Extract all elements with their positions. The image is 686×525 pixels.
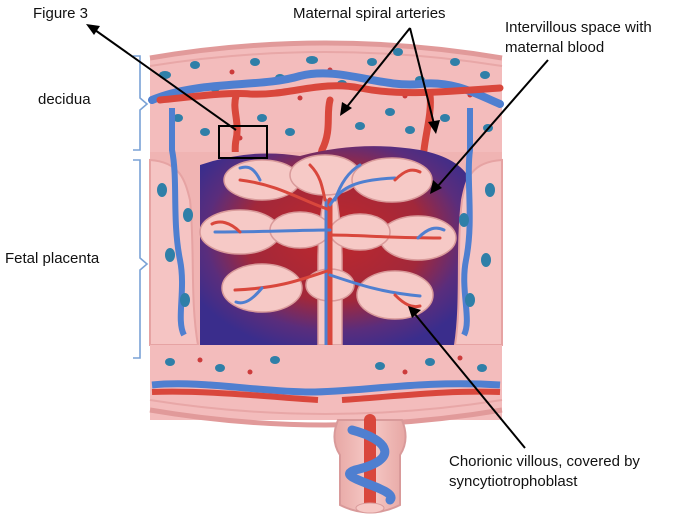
chorionic-plate bbox=[149, 345, 503, 428]
spiral-arteries-label: Maternal spiral arteries bbox=[293, 5, 446, 22]
figure-3-arrow bbox=[94, 29, 237, 131]
chorionic-label-line2: syncytiotrophoblast bbox=[449, 473, 578, 490]
chorionic-label-line1: Chorionic villous, covered by bbox=[449, 453, 640, 470]
label-arrows bbox=[94, 27, 549, 449]
spiral-arrow-2 bbox=[409, 27, 435, 125]
figure-3-label: Figure 3 bbox=[33, 5, 89, 22]
spiral-arrow-1 bbox=[345, 27, 411, 109]
umbilical-cord bbox=[333, 414, 407, 514]
decidua-bracket bbox=[133, 55, 149, 151]
fetal-placenta-label: Fetal placenta bbox=[5, 250, 100, 267]
decidua-label: decidua bbox=[38, 91, 91, 108]
intervillous-label-line1: Intervillous space with bbox=[505, 19, 652, 36]
figure-3-box bbox=[218, 125, 268, 159]
intervillous-label-line2: maternal blood bbox=[505, 39, 605, 56]
fetal-placenta-bracket bbox=[133, 159, 149, 359]
chorionic-villous-tree bbox=[199, 154, 457, 348]
chorionic-arrow bbox=[413, 312, 526, 449]
intervillous-arrow bbox=[437, 59, 549, 187]
